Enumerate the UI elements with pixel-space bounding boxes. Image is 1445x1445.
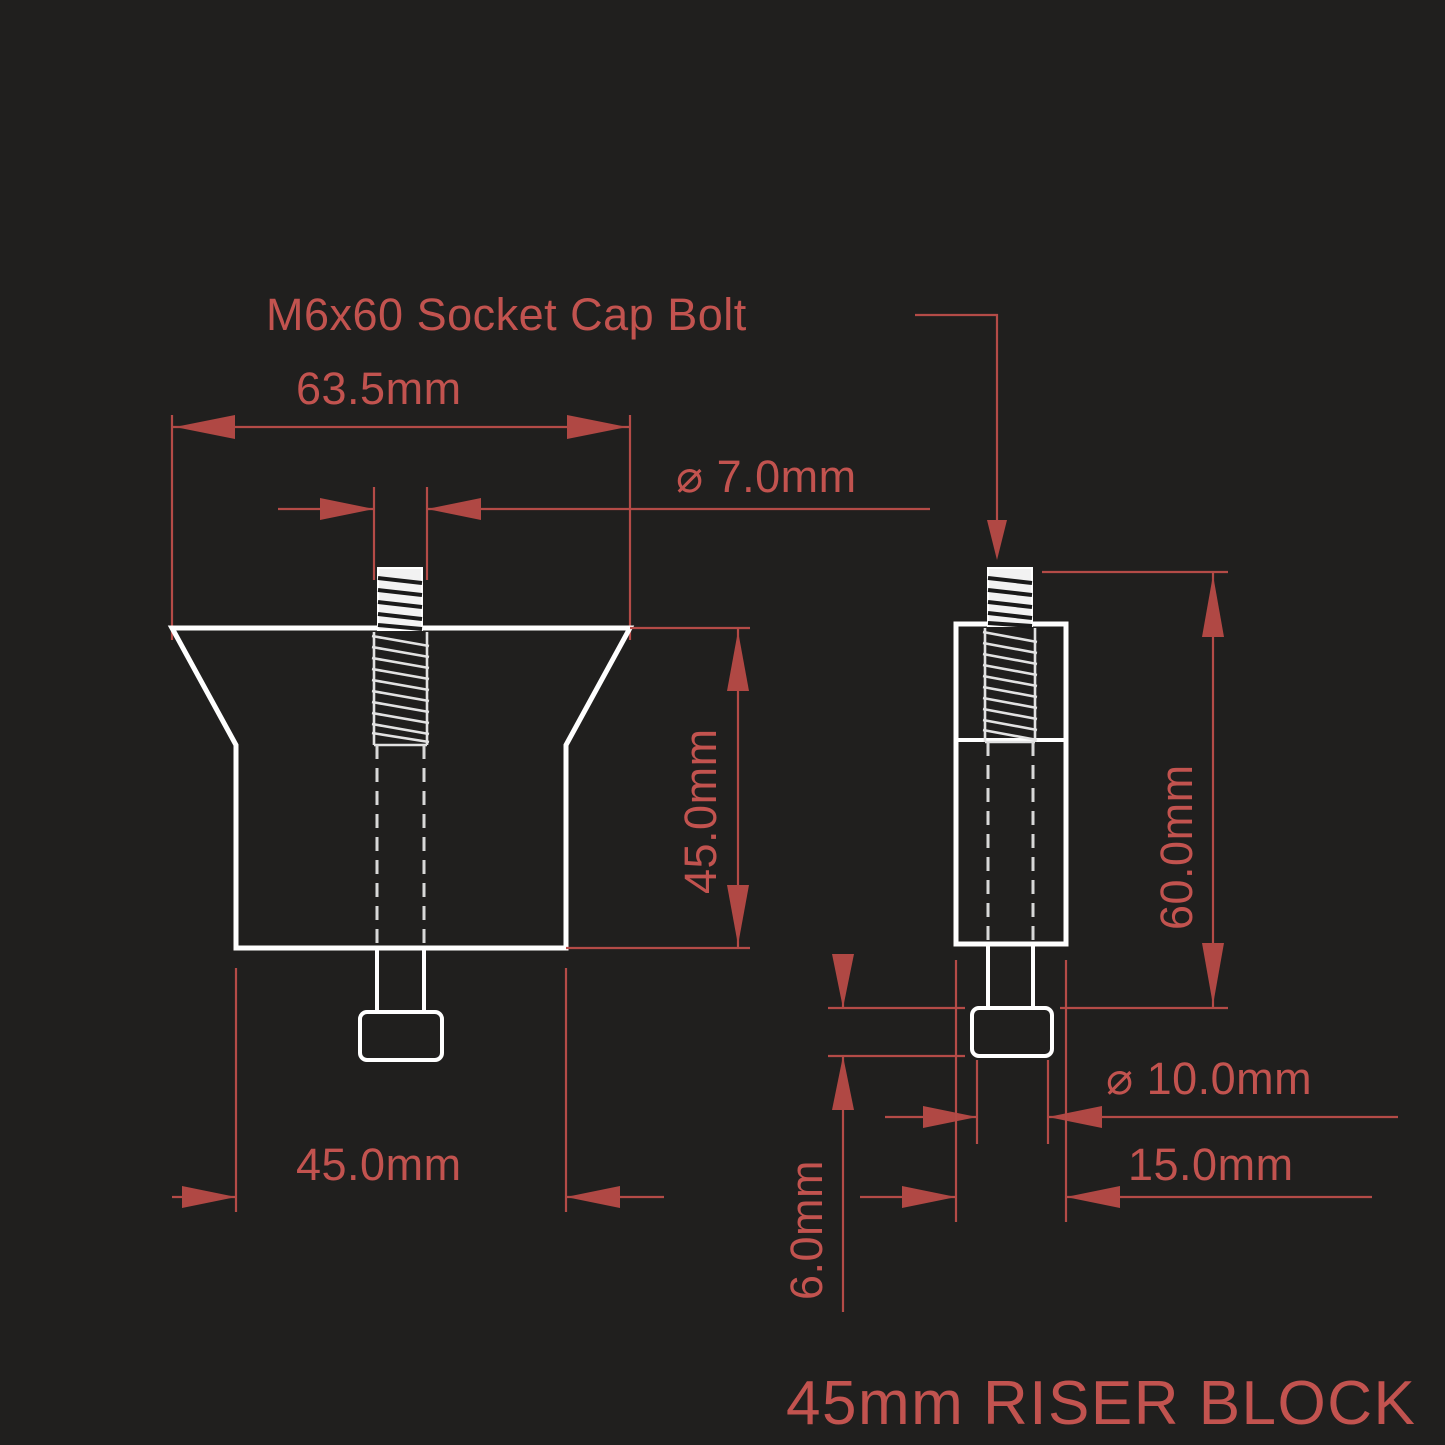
bolt-thread-exposed-lines xyxy=(377,576,423,631)
dimension-label-bolt-hole-diameter: ⌀ 7.0mm xyxy=(676,451,857,502)
side-view-block-outline xyxy=(953,621,1069,947)
side-bolt-shank-hidden xyxy=(986,742,1035,944)
bolt-thread-embedded xyxy=(371,632,430,747)
dimension-bolt-length xyxy=(1042,570,1228,1010)
dimension-label-head-height: 6.0mm xyxy=(781,1160,832,1300)
side-bolt-thread-exposed-lines xyxy=(987,576,1033,628)
dimension-label-bolt-length: 60.0mm xyxy=(1151,764,1202,930)
side-view-bolt xyxy=(970,567,1054,1058)
callout-leader xyxy=(915,313,1007,560)
dimension-width-bottom xyxy=(172,968,664,1212)
dimension-label-block-height: 45.0mm xyxy=(675,728,726,894)
side-bolt-thread-embedded xyxy=(982,628,1038,744)
dimension-block-depth xyxy=(860,960,1372,1222)
front-view-bolt xyxy=(358,567,444,1062)
callout-label: M6x60 Socket Cap Bolt xyxy=(266,289,747,340)
dimension-bolt-hole-diameter xyxy=(278,487,930,580)
dimension-head-diameter xyxy=(885,1060,1398,1144)
bolt-head xyxy=(358,1010,444,1062)
dimension-head-height xyxy=(828,954,965,1312)
side-bolt-shank-visible xyxy=(986,944,1035,1008)
bolt-shank-hidden xyxy=(375,745,426,948)
dimension-label-head-diameter: ⌀ 10.0mm xyxy=(1106,1053,1312,1104)
side-bolt-head xyxy=(970,1006,1054,1058)
drawing-title: 45mm RISER BLOCK xyxy=(786,1369,1416,1438)
dimension-label-width-bottom: 45.0mm xyxy=(296,1139,462,1190)
front-view-block-outline xyxy=(167,625,635,951)
dimension-label-width-top: 63.5mm xyxy=(296,363,462,414)
bolt-shank-visible xyxy=(375,948,426,1012)
dimension-width-top xyxy=(170,415,632,640)
dimension-label-block-depth: 15.0mm xyxy=(1128,1139,1294,1190)
dimension-block-height xyxy=(566,626,750,950)
